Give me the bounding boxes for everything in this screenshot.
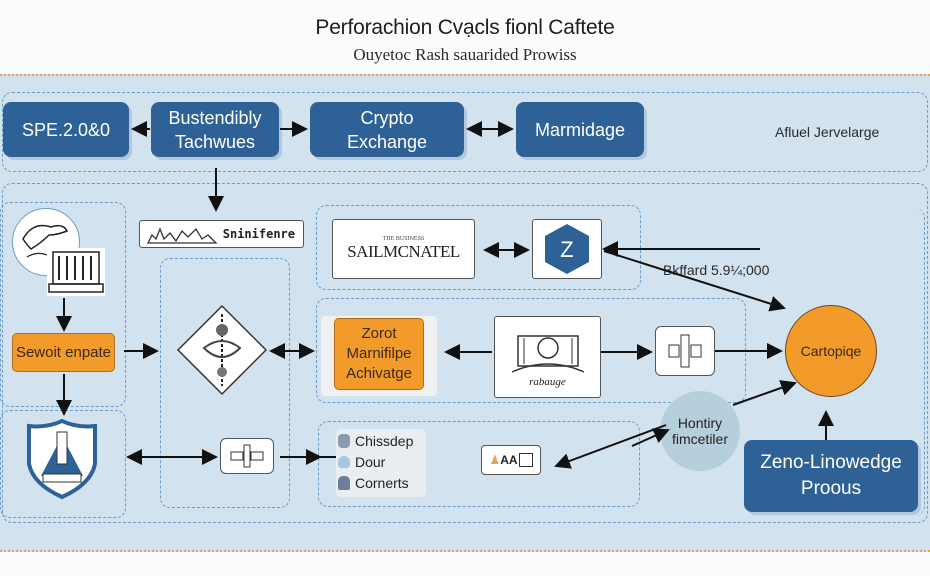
castle-caption: rabauge [529,376,566,388]
afluel-label: Afluel Jervelarge [775,124,880,140]
zero-knowledge-box[interactable]: Zeno-Linowedge Proous [744,440,918,512]
aa-node[interactable]: ♟ AA [481,445,541,475]
right-group [740,208,925,516]
sailm-small-text: THE BUSINESS [382,236,425,242]
crypto-exchange-box[interactable]: Crypto Exchange [310,102,464,157]
legend-item[interactable]: Cornerts [338,475,409,491]
z-badge-box[interactable]: Z [532,219,602,279]
zorot-line1: Zorot [361,325,397,342]
zorot-line2: Marnifilpe [346,345,412,362]
sewoit-enpate-box[interactable]: Sewoit enpate [12,333,115,372]
crypto-line2: Exchange [346,131,428,152]
marmidage-label: Marmidage [534,119,626,140]
image-frame-icon [518,453,533,467]
sninifenre-label: Sninifenre [222,227,295,241]
legend-label: Dour [355,454,386,470]
spe-box[interactable]: SPE.2.0&0 [3,102,129,157]
z-letter: Z [560,237,573,262]
person-icon [338,434,350,448]
legend-label: Chissdep [355,433,414,449]
castle-sketch-box[interactable]: rabauge [494,316,601,398]
top-lane [2,92,928,172]
compass-diamond-icon[interactable] [176,304,268,396]
small-connector-node[interactable] [220,438,274,474]
bkffard-label: Bkffard 5.9¼;000 [663,262,770,278]
lock-icon [338,476,350,490]
zorot-line3: Achivatge [346,365,412,382]
aa-text: AA [500,453,518,467]
zk-line2: Proous [800,478,862,499]
puzzle-connector-icon [668,334,702,368]
hontiry-line1: Hontiry [677,415,723,431]
sailm-group [316,205,641,290]
building-icon [47,248,105,296]
legend-label: Cornerts [355,475,409,491]
bustendibly-line2: Tachwues [174,131,256,152]
zk-line1: Zeno-Linowedge [760,452,902,473]
sailm-logo-box[interactable]: THE BUSINESS SAILMCNATEL [332,219,475,279]
cloud-icon [338,456,350,468]
legend-item[interactable]: Chissdep [338,433,413,449]
diagram-title: Perforachion Cvạcls fionl Caftete [315,16,615,39]
hontiry-bubble[interactable]: Hontiry fimcetiler [660,391,740,471]
bustendibly-line1: Bustendibly [168,107,262,128]
city-sketch-icon [146,227,218,244]
grid-connector-icon [230,444,264,468]
hontiry-line2: fimcetiler [671,431,728,447]
legend-item[interactable]: Dour [338,454,385,470]
spe-label: SPE.2.0&0 [21,119,111,140]
diagram-subtitle: Ouyetoc Rash sauarided Prowiss [353,45,577,64]
connector-node[interactable] [655,326,715,376]
hexagon-z-icon: Z [545,224,589,274]
legend-card: Chissdep Dour Cornerts [336,429,426,497]
crypto-line1: Crypto [360,107,414,128]
main-lane [2,183,928,523]
diamond-group [160,258,290,508]
sninifenre-banner[interactable]: Sninifenre [139,220,304,248]
people-icon: ♟ [489,453,501,467]
castle-sketch-icon [511,335,584,373]
bustendibly-box[interactable]: Bustendibly Tachwues [151,102,279,157]
shield-icon [25,418,99,500]
cartopiqe-circle[interactable]: Cartopiqe [785,305,877,397]
marmidage-box[interactable]: Marmidage [516,102,644,157]
sailm-logo-text: SAILMCNATEL [347,242,460,261]
cartopiqe-label: Cartopiqe [800,343,862,359]
sewoit-label: Sewoit enpate [15,343,112,361]
zorot-box[interactable]: Zorot Marnifilpe Achivatge [334,318,424,390]
